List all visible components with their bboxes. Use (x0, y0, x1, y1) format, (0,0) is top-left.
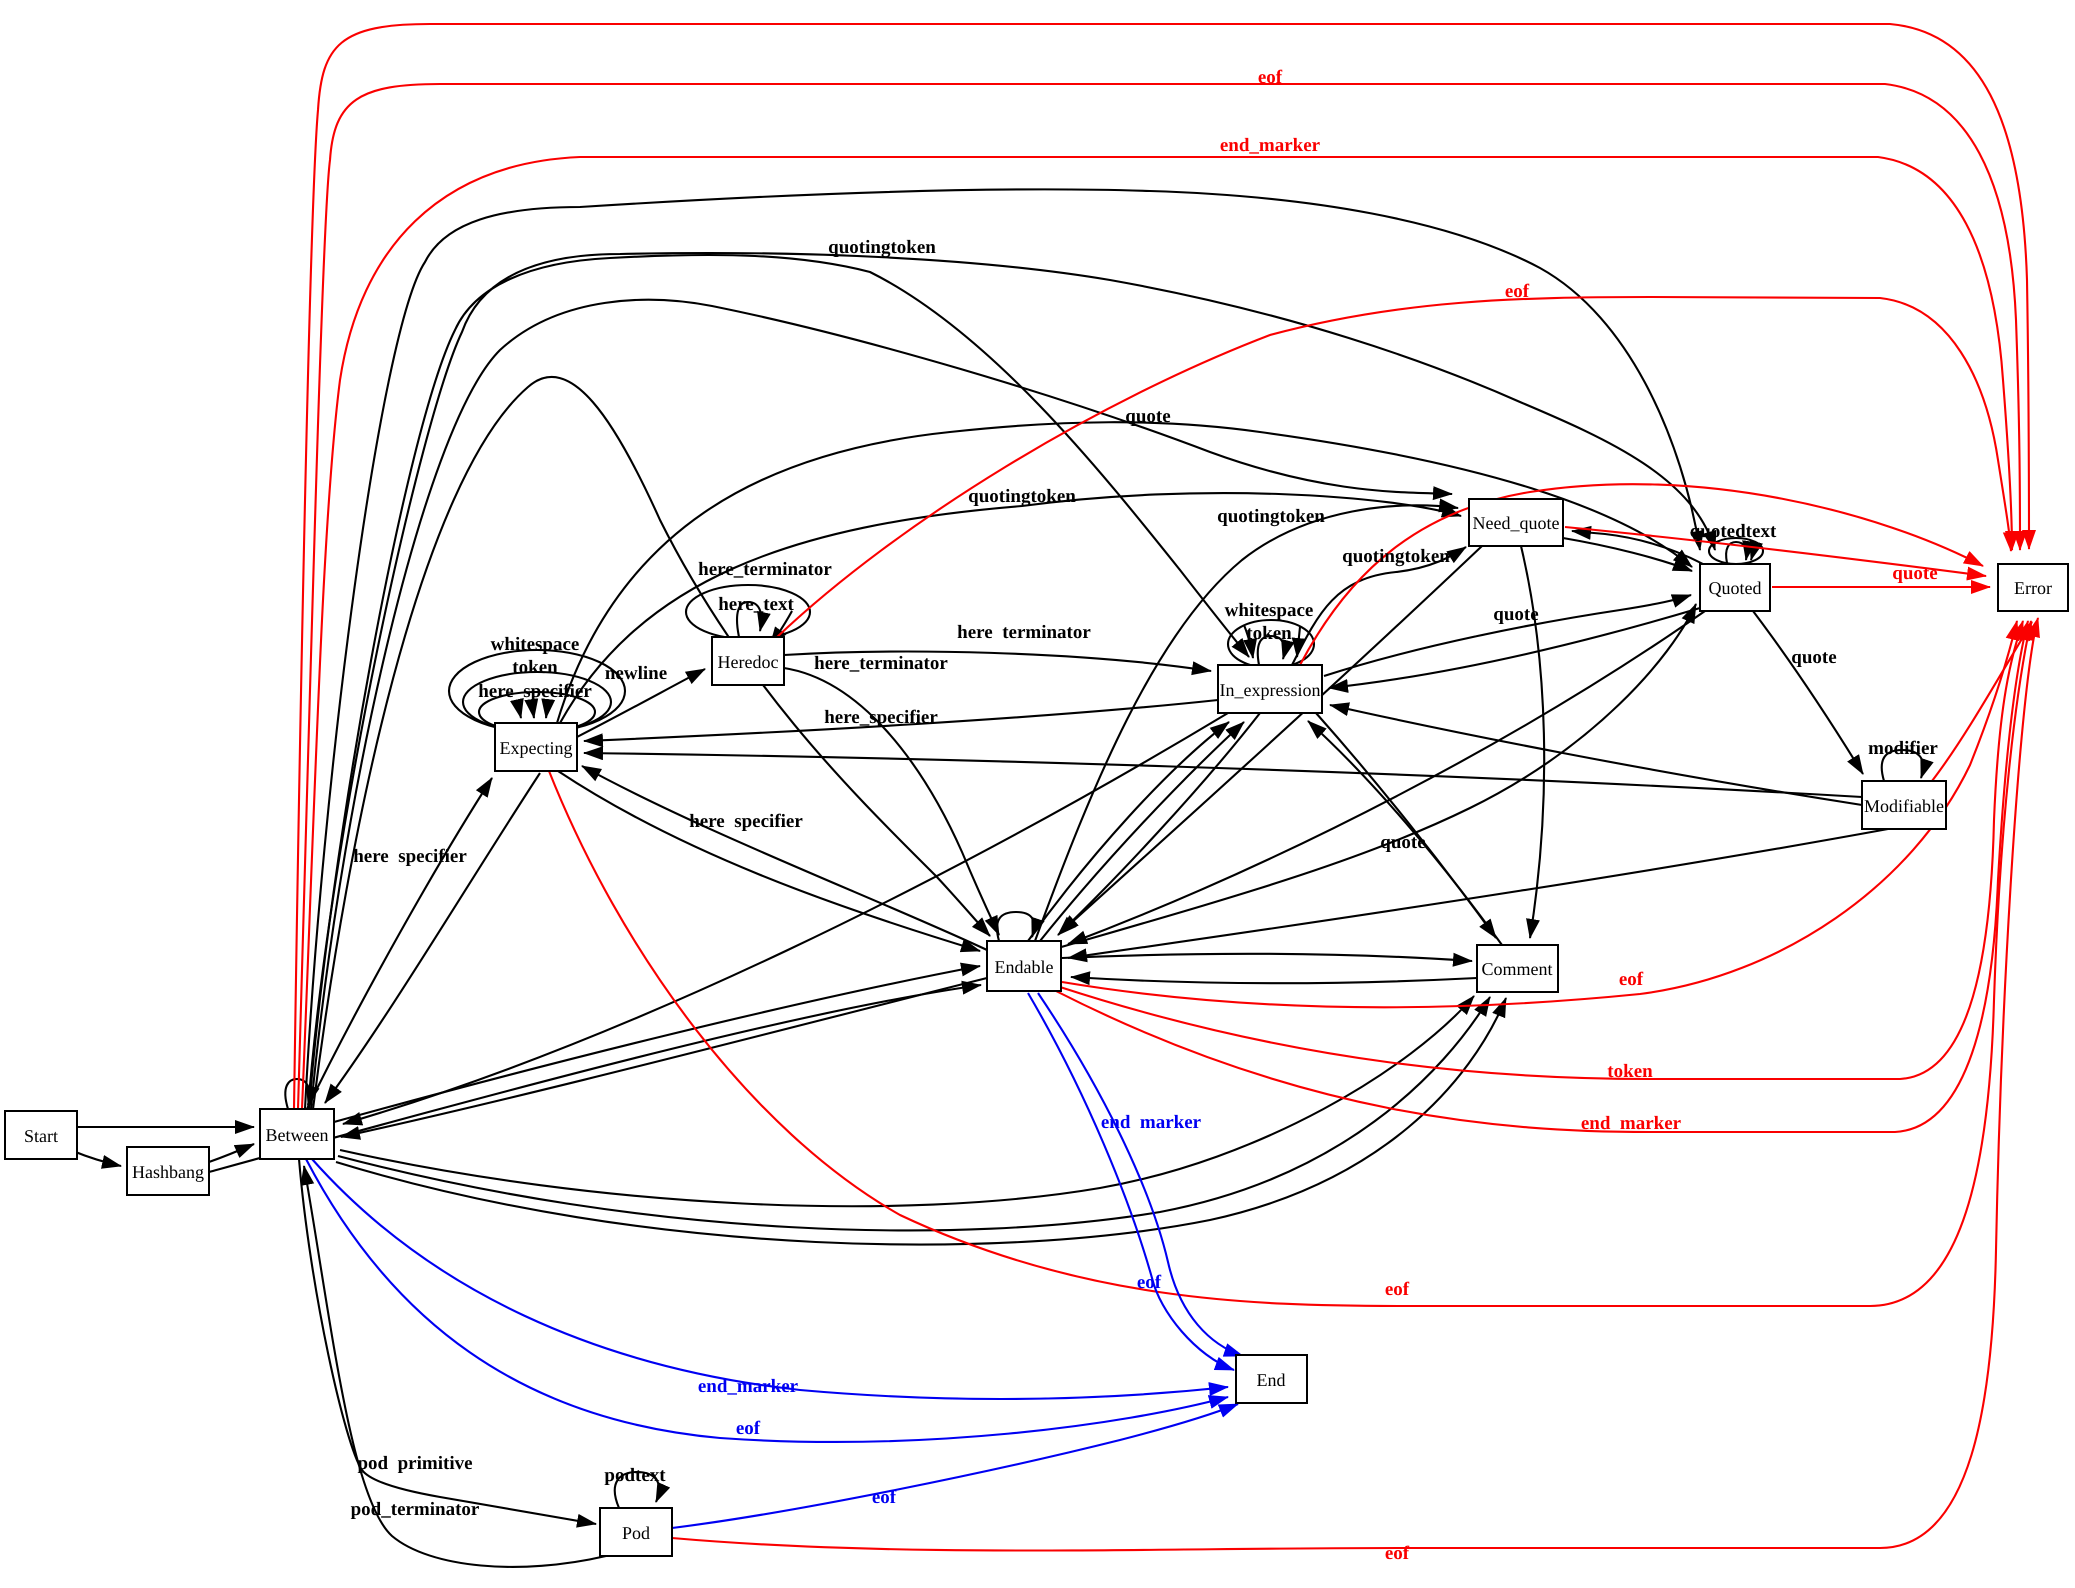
svg-text:Hashbang: Hashbang (132, 1162, 204, 1182)
svg-text:pod_terminator: pod_terminator (351, 1499, 480, 1520)
svg-text:eof: eof (872, 1487, 897, 1508)
svg-text:modifier: modifier (1868, 738, 1938, 759)
svg-text:Between: Between (266, 1125, 329, 1145)
svg-text:Modifiable: Modifiable (1864, 796, 1944, 816)
svg-text:here specifier: here specifier (353, 846, 467, 867)
svg-text:token: token (512, 657, 558, 678)
svg-text:eof: eof (736, 1418, 761, 1439)
svg-text:pod primitive: pod primitive (357, 1453, 472, 1474)
svg-text:End: End (1257, 1370, 1286, 1390)
svg-text:whitespace: whitespace (491, 634, 580, 655)
svg-text:token: token (1246, 623, 1292, 644)
svg-text:newline: newline (605, 663, 667, 684)
svg-text:Endable: Endable (995, 957, 1054, 977)
svg-text:token: token (1607, 1061, 1653, 1082)
svg-text:quote: quote (1791, 647, 1836, 668)
svg-text:end marker: end marker (1581, 1113, 1682, 1134)
svg-text:here specifier: here specifier (478, 681, 592, 702)
svg-text:eof: eof (1505, 281, 1530, 302)
svg-text:quote: quote (1892, 563, 1937, 584)
svg-text:eof: eof (1258, 67, 1283, 88)
svg-text:quote: quote (1493, 604, 1538, 625)
svg-text:In_expression: In_expression (1220, 680, 1321, 700)
svg-text:end_marker: end_marker (1220, 135, 1321, 156)
svg-text:Heredoc: Heredoc (718, 652, 779, 672)
svg-text:here_specifier: here_specifier (824, 707, 938, 728)
svg-text:here_terminator: here_terminator (814, 653, 948, 674)
svg-text:quotingtoken: quotingtoken (828, 237, 936, 258)
svg-text:quote: quote (1125, 406, 1170, 427)
svg-text:quotingtoken: quotingtoken (1217, 506, 1325, 527)
svg-text:end marker: end marker (1101, 1112, 1202, 1133)
svg-text:quote: quote (1380, 832, 1425, 853)
svg-text:Need_quote: Need_quote (1473, 513, 1560, 533)
svg-text:eof: eof (1619, 969, 1644, 990)
svg-text:end_marker: end_marker (698, 1376, 799, 1397)
svg-text:eof: eof (1385, 1543, 1410, 1564)
svg-text:quotingtoken: quotingtoken (968, 486, 1076, 507)
svg-text:eof: eof (1385, 1279, 1410, 1300)
svg-text:Start: Start (24, 1126, 58, 1146)
svg-text:Pod: Pod (622, 1523, 650, 1543)
svg-text:quotedtext: quotedtext (1690, 521, 1777, 542)
svg-text:Quoted: Quoted (1709, 578, 1762, 598)
svg-text:Comment: Comment (1482, 959, 1553, 979)
svg-text:here_terminator: here_terminator (698, 559, 832, 580)
svg-text:here_text: here_text (718, 594, 794, 615)
svg-text:eof: eof (1137, 1272, 1162, 1293)
svg-text:here terminator: here terminator (957, 622, 1091, 643)
svg-text:here specifier: here specifier (689, 811, 803, 832)
svg-text:whitespace: whitespace (1225, 600, 1314, 621)
svg-text:podtext: podtext (604, 1465, 666, 1486)
svg-text:Expecting: Expecting (500, 738, 573, 758)
svg-text:Error: Error (2014, 578, 2052, 598)
svg-text:quotingtoken: quotingtoken (1342, 546, 1450, 567)
